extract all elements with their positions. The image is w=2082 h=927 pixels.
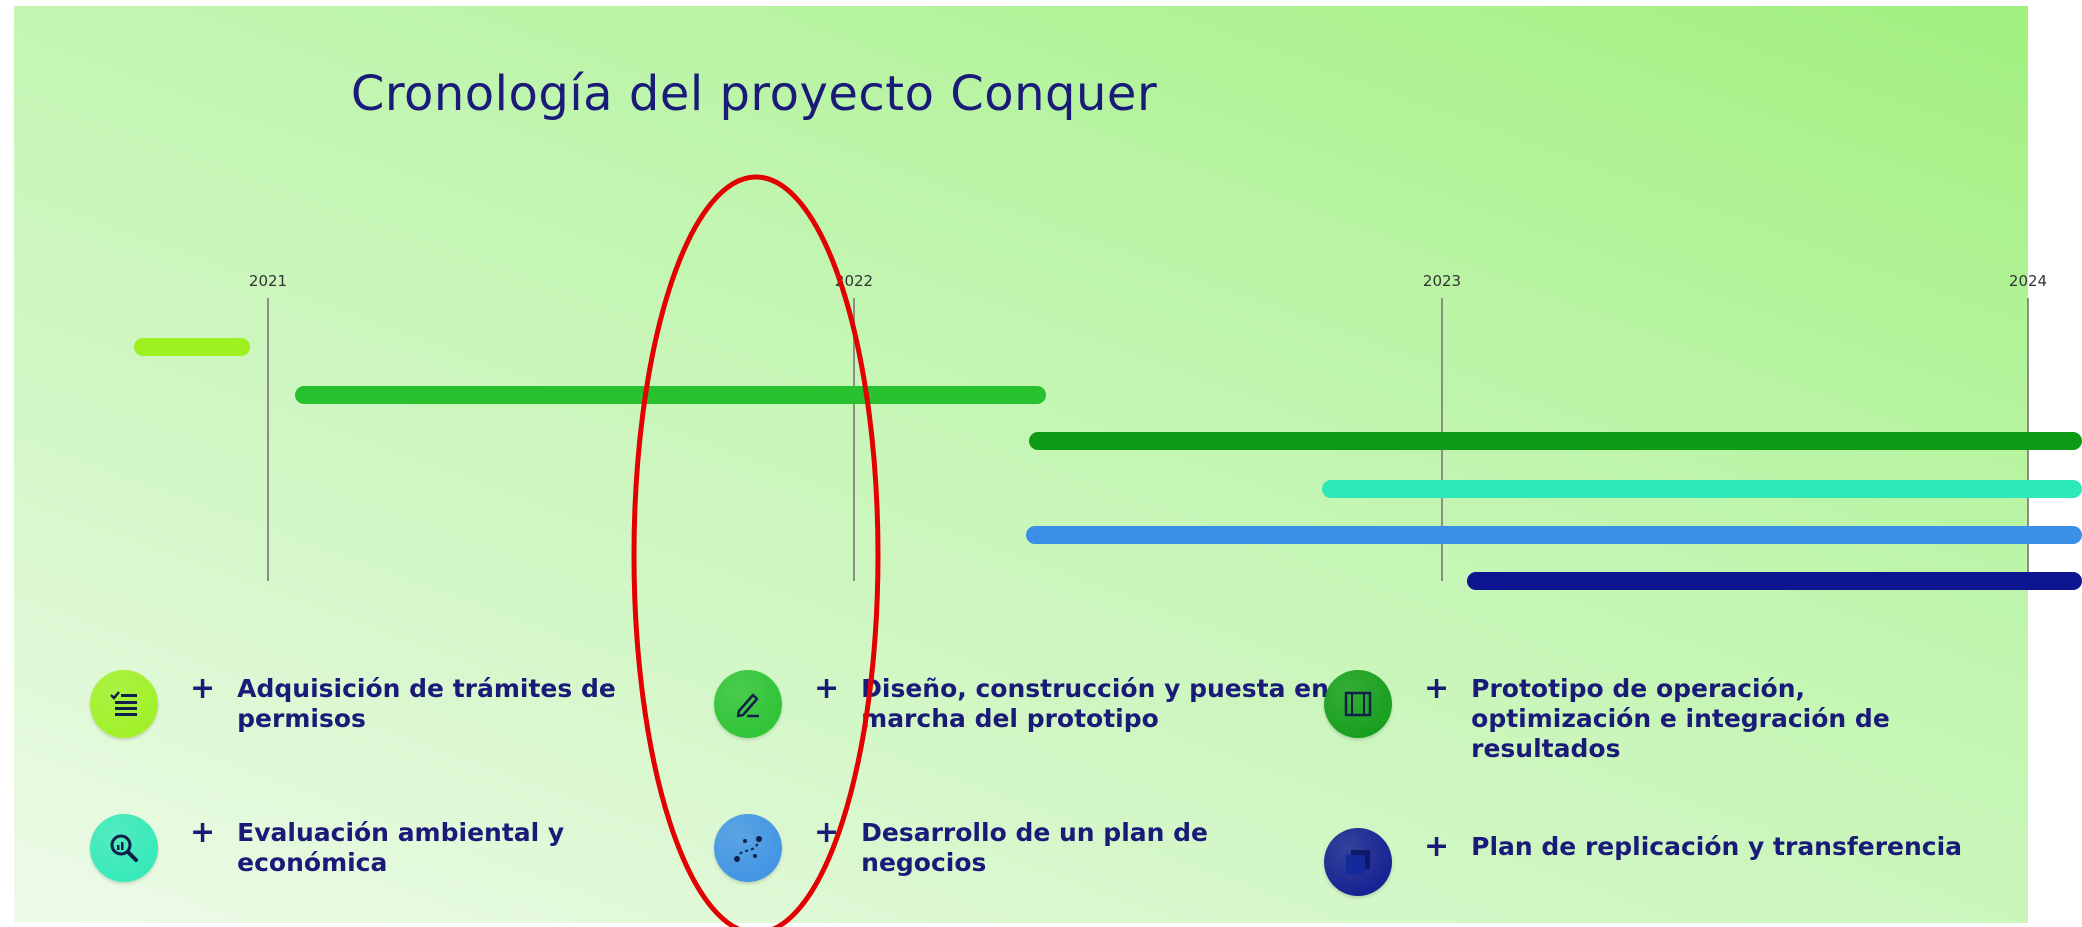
frame-icon (1324, 670, 1392, 738)
legend-label: Plan de replicación y transferencia (1471, 832, 1963, 861)
legend-label: Adquisición de trámites de permisos (237, 674, 616, 733)
expand-plus-icon[interactable]: + (190, 815, 216, 850)
legend-item[interactable]: + Prototipo de operación, optimización e… (1324, 670, 1964, 764)
gantt-bar-prototipo (295, 386, 1046, 404)
checklist-icon (90, 670, 158, 738)
legend-label: Evaluación ambiental y económica (237, 818, 565, 877)
magnifier-chart-icon (90, 814, 158, 882)
legend-label: Prototipo de operación, optimización e i… (1471, 674, 1890, 763)
timeline-panel: Cronología del proyecto Conquer 2021 202… (14, 6, 2082, 923)
year-label-2023: 2023 (1422, 272, 1462, 290)
year-gridline-2022 (853, 298, 855, 581)
year-label-2021: 2021 (248, 272, 288, 290)
year-gridline-2021 (267, 298, 269, 581)
gantt-bar-evaluacion (1322, 480, 2082, 498)
path-icon (714, 814, 782, 882)
expand-plus-icon[interactable]: + (814, 671, 840, 706)
layers-icon (1324, 828, 1392, 896)
gantt-bar-replicacion (1467, 572, 2082, 590)
legend-item[interactable]: + Evaluación ambiental y económica (90, 814, 710, 882)
legend-item[interactable]: + Desarrollo de un plan de negocios (714, 814, 1334, 882)
pencil-icon (714, 670, 782, 738)
legend-item[interactable]: + Adquisición de trámites de permisos (90, 670, 710, 738)
expand-plus-icon[interactable]: + (190, 671, 216, 706)
page-title: Cronología del proyecto Conquer (350, 66, 1158, 123)
legend-item[interactable]: + Diseño, construcción y puesta en march… (714, 670, 1334, 738)
year-label-2022: 2022 (834, 272, 874, 290)
gantt-bar-operacion (1029, 432, 2082, 450)
legend-label: Diseño, construcción y puesta en marcha … (861, 674, 1329, 733)
gantt-bar-permisos (134, 338, 250, 356)
legend-label: Desarrollo de un plan de negocios (861, 818, 1208, 877)
gantt-bar-negocios (1026, 526, 2082, 544)
expand-plus-icon[interactable]: + (814, 815, 840, 850)
expand-plus-icon[interactable]: + (1424, 829, 1450, 864)
year-label-2024: 2024 (2008, 272, 2048, 290)
expand-plus-icon[interactable]: + (1424, 671, 1450, 706)
legend-item[interactable]: + Plan de replicación y transferencia (1324, 828, 1964, 896)
